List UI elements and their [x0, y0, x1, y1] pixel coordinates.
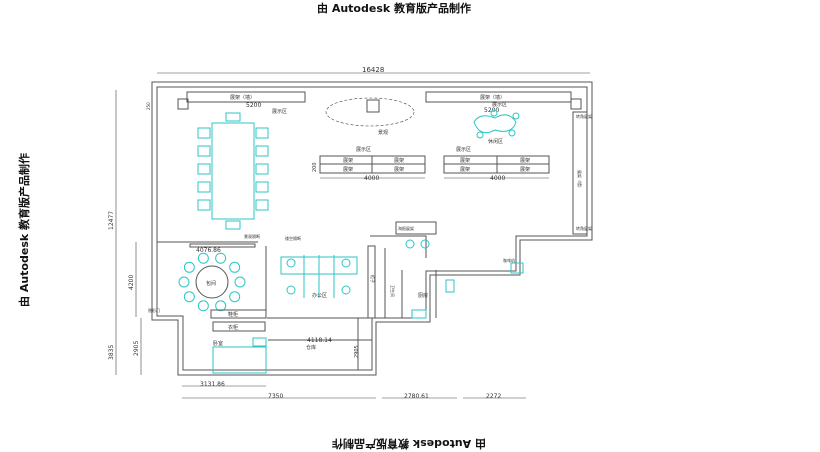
service-rooms: 海报展架 柜子 卫生间 厨房 咖啡机 [370, 225, 524, 319]
label-wardrobe: 衣柜 [228, 324, 238, 331]
bedroom: 隐形门 鞋柜 衣柜 卧室 仓库 4118.14 2905 [148, 307, 360, 374]
partitions: 4076.86 景观隔断 镂空隔断 [189, 233, 301, 254]
shelf-top-left: 展架（墙） 5200 展示区 [177, 91, 306, 115]
chair [183, 261, 195, 273]
label-bathroom: 卫生间 [390, 285, 396, 297]
chair [225, 220, 241, 230]
dim-partition: 4076.86 [196, 247, 221, 254]
chair [197, 300, 209, 312]
shelf-right-wall: 转角展架 展架（墙） 转角展架 [572, 111, 592, 235]
chair [229, 291, 241, 303]
dim-display-right: 4000 [490, 175, 505, 182]
chair [255, 145, 269, 157]
label-landscape: 景观 [378, 129, 388, 136]
label-shelf: 展架 [394, 158, 404, 164]
label-partition-b: 镂空隔断 [285, 235, 301, 241]
chair [255, 127, 269, 139]
dim-storage-width: 4118.14 [307, 337, 332, 344]
dim-storage-height: 2905 [354, 345, 360, 358]
conference-table [197, 112, 269, 230]
display-rack-right: 展示区 展架 展架 展架 展架 4000 [443, 147, 550, 182]
chair [255, 181, 269, 193]
chair [215, 300, 227, 312]
chair [197, 252, 209, 264]
chair [183, 291, 195, 303]
chair [255, 199, 269, 211]
dim-left-lower-inner: 2905 [133, 341, 140, 356]
label-partition-a: 景观隔断 [244, 233, 260, 239]
label-corner-shelf-top: 转角展架 [576, 113, 592, 119]
label-coffee: 咖啡机 [503, 257, 515, 263]
label-shoe-cabinet: 鞋柜 [228, 311, 238, 318]
dim-left-lower-outer: 3835 [108, 345, 115, 360]
display-rack-left: 展示区 展架 展架 展架 展架 4000 200 [312, 147, 426, 182]
label-poster-shelf: 海报展架 [398, 225, 414, 231]
label-hidden-door: 隐形门 [148, 307, 160, 313]
chair [234, 276, 246, 288]
label-leisure-area: 休闲区 [488, 138, 503, 145]
dimension-left: 12477 4200 3835 2905 250 [108, 90, 151, 375]
label-storage: 仓库 [306, 344, 316, 351]
label-display-area-2: 展示区 [492, 102, 507, 108]
round-table: 包间 [178, 252, 246, 312]
chair [197, 163, 211, 175]
walls [151, 81, 593, 376]
chair [197, 181, 211, 193]
label-shelf: 展架 [394, 167, 404, 173]
chair [215, 252, 227, 264]
chair [229, 261, 241, 273]
dim-small-left: 250 [146, 102, 151, 110]
label-shelf: 展架 [460, 167, 470, 173]
label-shelf-wall-left: 展架（墙） [230, 94, 255, 101]
label-shelf: 展架 [343, 158, 353, 164]
dim-bottom-c: 2780.61 [404, 393, 429, 400]
dim-overall-height: 12477 [108, 211, 115, 230]
dim-overall-width: 16428 [362, 66, 384, 74]
label-corner-shelf-bottom: 转角展架 [576, 225, 592, 231]
label-shelf: 展架 [520, 158, 530, 164]
dim-bottom-d: 2272 [486, 393, 501, 400]
office-desks: 办公区 [280, 255, 358, 299]
label-bedroom: 卧室 [213, 340, 223, 347]
dim-bottom-a: 3131.86 [200, 381, 225, 388]
label-display-left: 展示区 [356, 147, 371, 153]
dim-top-left: 5200 [246, 102, 261, 109]
chair [178, 276, 190, 288]
label-shelf-wall-right-side: 展架（墙） [577, 170, 583, 190]
label-shelf: 展架 [460, 158, 470, 164]
chair [225, 112, 241, 122]
label-shelf-wall-right: 展架（墙） [480, 94, 505, 101]
label-cabinet: 柜子 [370, 275, 376, 283]
watermark-top: 由 Autodesk 教育版产品制作 [317, 2, 472, 15]
leisure-area: 休闲区 [473, 109, 520, 145]
shelf-top-right: 展架（墙） 5200 展示区 [425, 91, 582, 114]
chair [255, 163, 269, 175]
landscape: 景观 [325, 97, 415, 136]
label-display-area-1: 展示区 [272, 109, 287, 115]
label-shelf: 展架 [343, 167, 353, 173]
dim-left-mid: 4200 [128, 275, 135, 290]
chair [197, 145, 211, 157]
label-office: 办公区 [312, 292, 327, 299]
dim-display-left: 4000 [364, 175, 379, 182]
label-dining: 包间 [206, 280, 216, 287]
label-kitchen: 厨房 [418, 292, 428, 299]
label-display-right: 展示区 [456, 147, 471, 153]
dimension-top: 16428 [157, 66, 590, 74]
dim-bottom-b: 7350 [268, 393, 283, 400]
chair [197, 127, 211, 139]
chair [197, 199, 211, 211]
label-shelf: 展架 [520, 167, 530, 173]
dim-small-mid: 200 [312, 162, 318, 172]
dimension-bottom: 3131.86 7350 2780.61 2272 [182, 381, 526, 400]
